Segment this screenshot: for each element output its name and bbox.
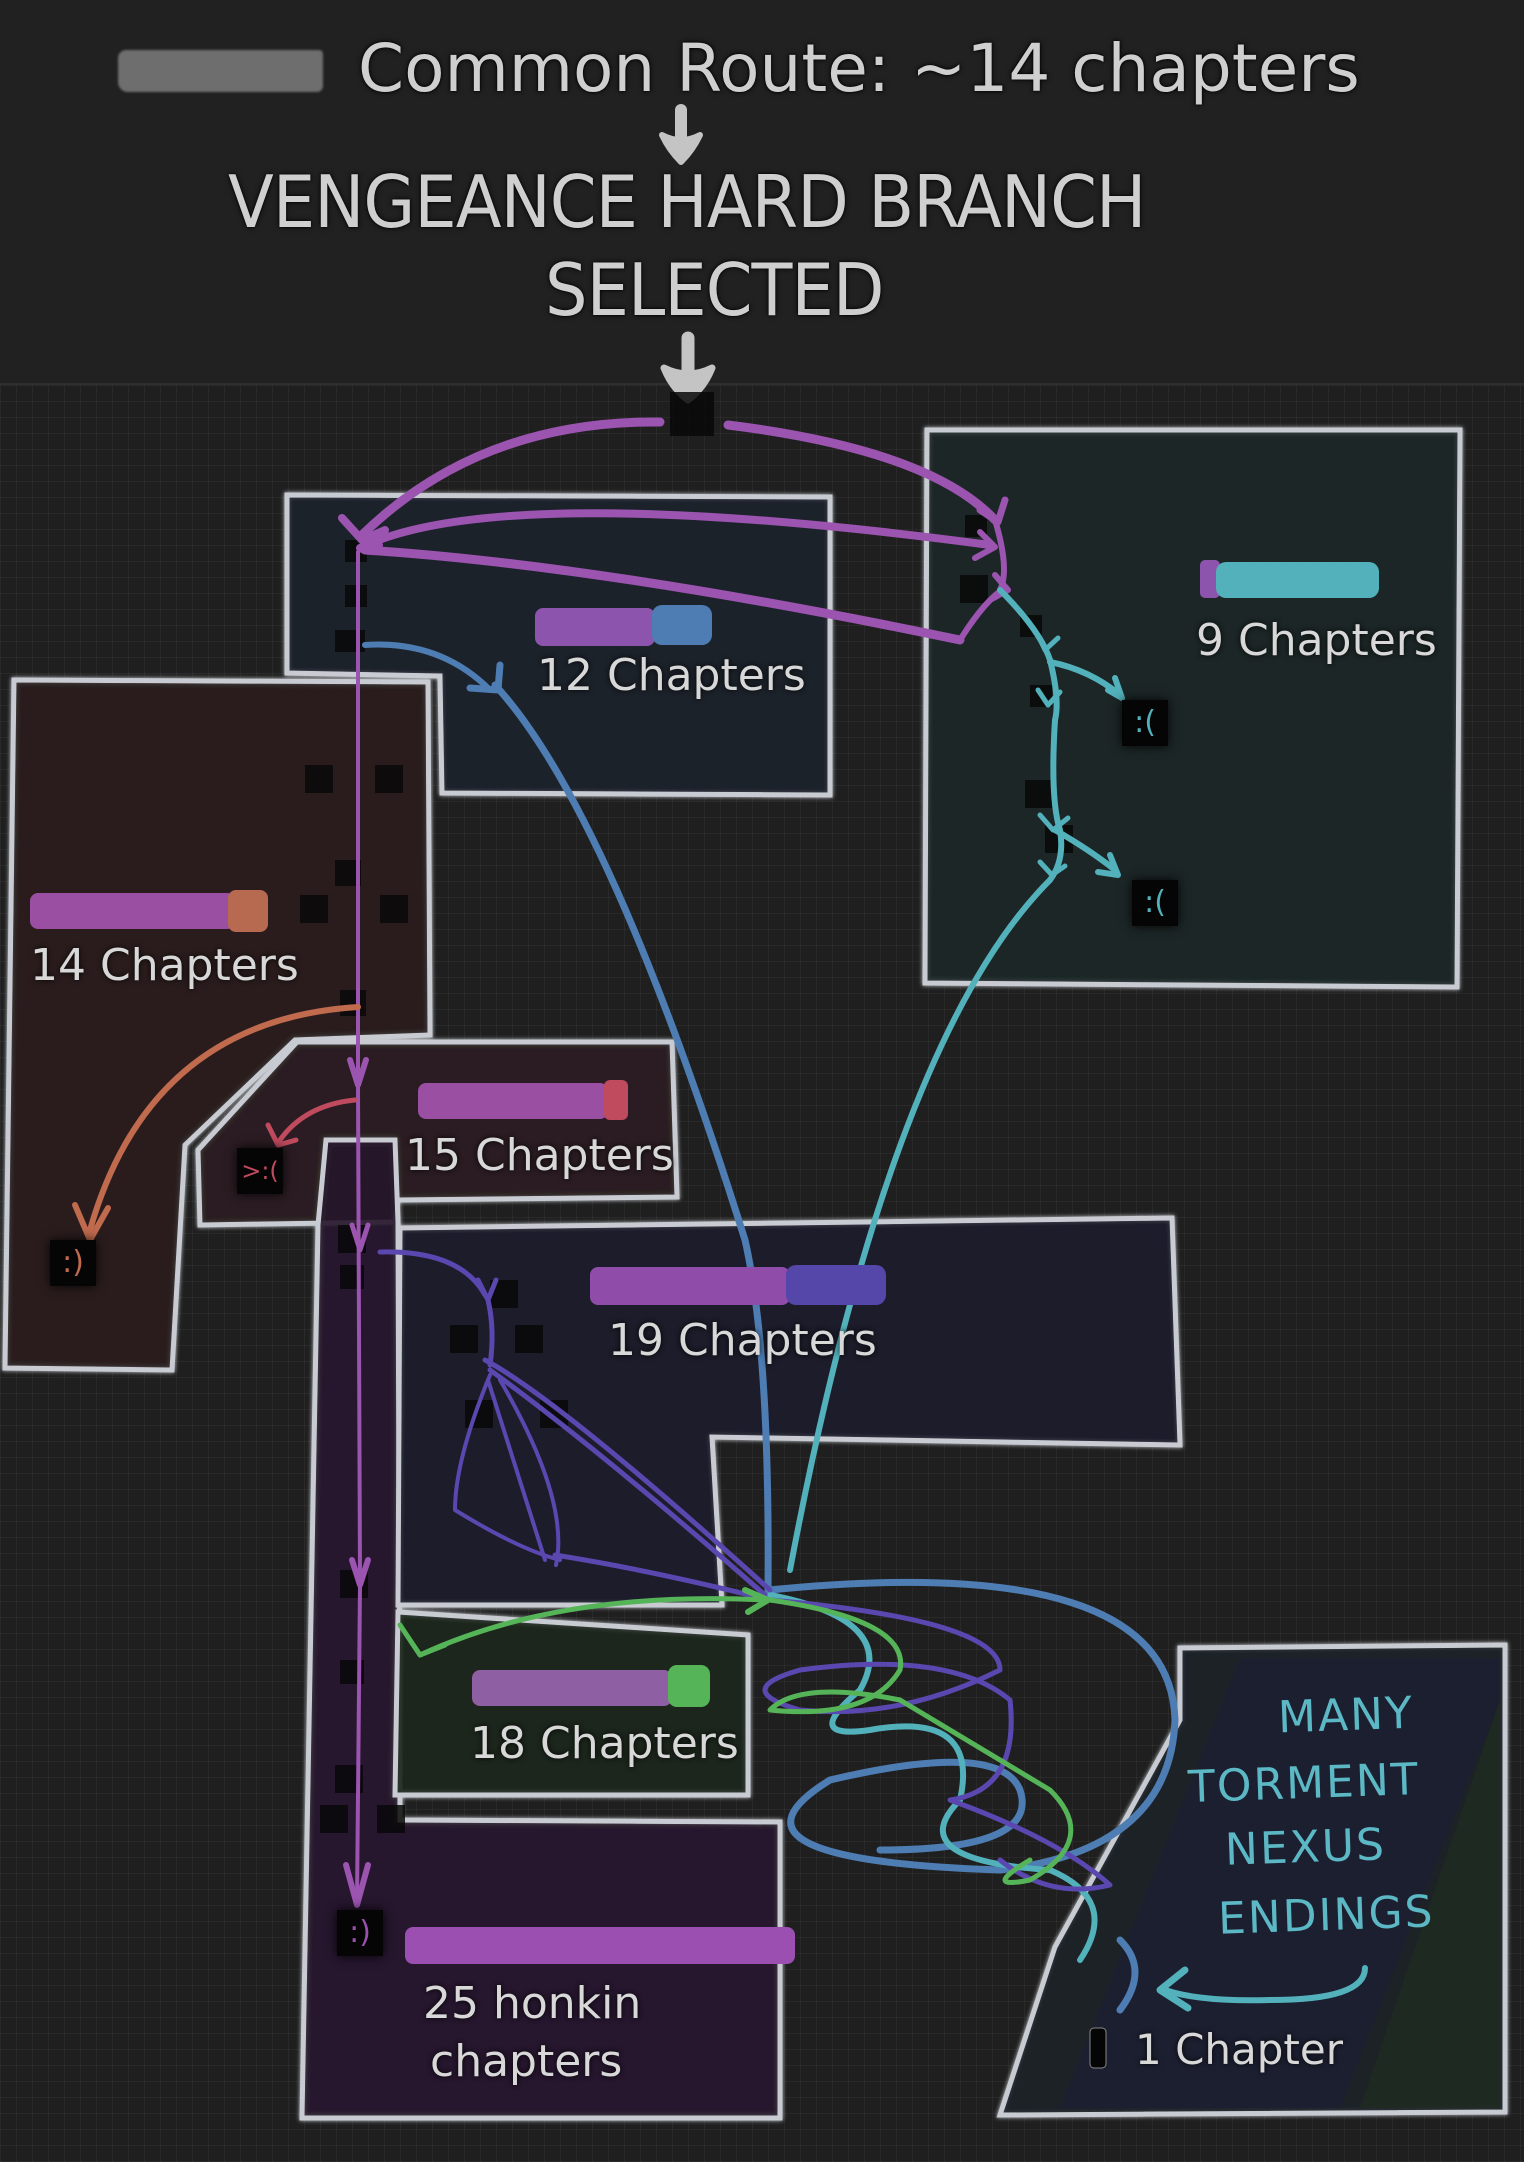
branch-label-14: 14 Chapters [30, 940, 299, 991]
redacted-mark [1089, 2027, 1107, 2069]
angry-ending-icon[interactable]: >:( [237, 1148, 283, 1194]
region-25-chapters [299, 1137, 783, 2121]
common-route-title: Common Route: ~14 chapters [358, 30, 1360, 107]
branch-title-line2: SELECTED [545, 248, 884, 332]
branch-label-nexus: 1 Chapter [1135, 2025, 1343, 2074]
branch-label-18: 18 Chapters [470, 1718, 739, 1769]
face-glyph: >:( [241, 1157, 279, 1185]
region-9-chapters [922, 427, 1463, 990]
branch-label-12: 12 Chapters [537, 650, 806, 701]
nexus-text-line1: MANY [1277, 1687, 1415, 1744]
happy-ending-icon[interactable]: :) [50, 1240, 96, 1286]
branch-label-15: 15 Chapters [405, 1130, 674, 1181]
face-glyph: :) [349, 1915, 371, 1950]
route-19-chapters [377, 1249, 1113, 1892]
down-arrow-icon [659, 104, 703, 165]
branch-label-25-line2: chapters [430, 2036, 623, 2087]
redacted-title-prefix [118, 50, 323, 92]
route-9-chapters [767, 587, 1125, 1963]
down-arrow-icon [660, 331, 716, 404]
route-main [338, 417, 1011, 1908]
route-12-chapters [362, 641, 1179, 2014]
region-14-chapters [2, 677, 433, 1373]
nexus-text-line4: ENDINGS [1217, 1886, 1436, 1945]
face-glyph: :) [62, 1245, 84, 1280]
face-glyph: :( [1144, 885, 1166, 920]
sad-ending-icon[interactable]: :( [1122, 700, 1168, 746]
redacted-bars [30, 560, 1379, 1964]
face-glyph: :( [1134, 705, 1156, 740]
nexus-shade [1360, 1700, 1500, 2108]
nexus-arrow-icon [1156, 1965, 1368, 2012]
header: Common Route: ~14 chapters VENGEANCE HAR… [0, 0, 1524, 383]
nexus-text-line2: TORMENT [1187, 1753, 1421, 1814]
branch-label-25-line1: 25 honkin [423, 1978, 642, 2029]
branch-label-19: 19 Chapters [608, 1315, 877, 1366]
branch-title-line1: VENGEANCE HARD BRANCH [228, 160, 1146, 244]
branch-label-9: 9 Chapters [1196, 615, 1437, 666]
route-15-chapters [265, 1097, 358, 1148]
route-18-chapters [397, 1587, 1074, 1885]
happy-ending-icon[interactable]: :) [337, 1910, 383, 1956]
nexus-text-line3: NEXUS [1224, 1819, 1387, 1876]
region-19-chapters [395, 1215, 1183, 1608]
sad-ending-icon[interactable]: :( [1132, 880, 1178, 926]
